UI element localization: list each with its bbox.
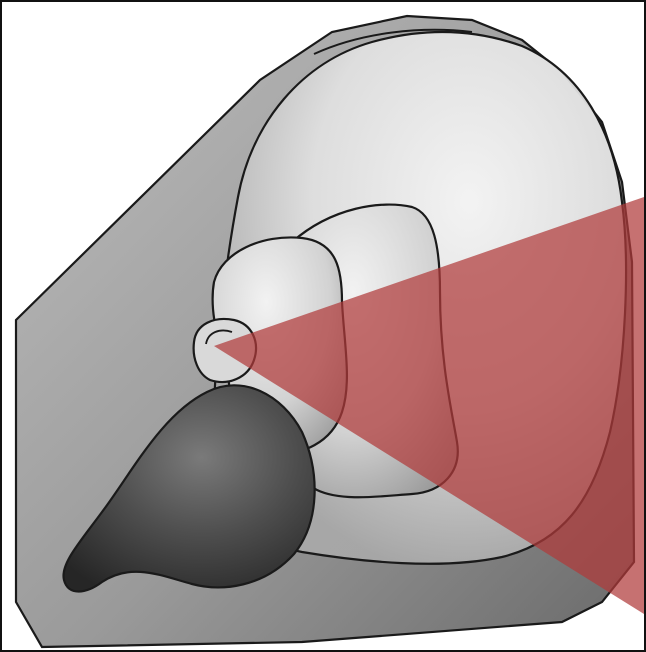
- illustration-frame: [0, 0, 646, 652]
- anatomy-illustration: [2, 2, 644, 650]
